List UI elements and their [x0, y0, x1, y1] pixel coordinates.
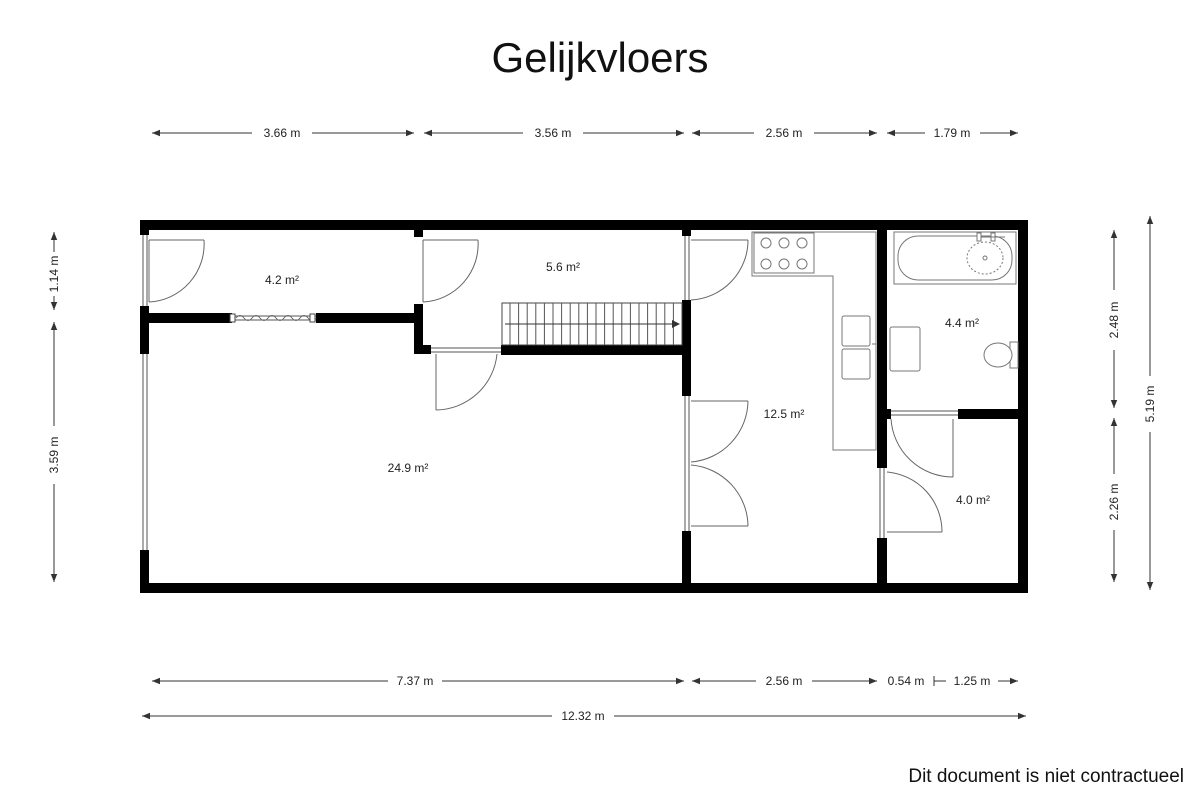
disclaimer-text: Dit document is niet contractueel [908, 766, 1184, 787]
kitchen-fixtures [751, 231, 877, 451]
area-living: 24.9 m² [388, 461, 429, 475]
left-dimensions: 1.14 m 3.59 m [47, 232, 61, 582]
dim-total-width: 12.32 m [561, 709, 604, 723]
plan-title: Gelijkvloers [491, 34, 709, 81]
area-kitchen: 12.5 m² [764, 407, 805, 421]
sliding-door [229, 313, 317, 323]
dim-bottom-3: 0.54 m [888, 674, 925, 688]
area-hall-left: 4.2 m² [265, 273, 299, 287]
top-dimensions: 3.66 m 3.56 m 2.56 m 1.79 m [152, 126, 1018, 140]
right-dimensions: 2.48 m 2.26 m 5.19 m [1107, 216, 1157, 590]
staircase [501, 302, 683, 346]
dim-left-2: 3.59 m [47, 437, 61, 474]
dim-top-1: 3.66 m [264, 126, 301, 140]
area-bathroom: 4.4 m² [945, 316, 979, 330]
dim-top-3: 2.56 m [766, 126, 803, 140]
dim-right-2: 2.26 m [1107, 484, 1121, 521]
dim-top-4: 1.79 m [934, 126, 971, 140]
room-areas: 4.2 m² 5.6 m² 24.9 m² 12.5 m² 4.4 m² 4.0… [265, 260, 990, 507]
walls [140, 220, 1028, 593]
bottom-dimensions: 7.37 m 2.56 m 0.54 m 1.25 m 12.32 m [142, 674, 1026, 723]
dim-top-2: 3.56 m [535, 126, 572, 140]
area-small-room: 4.0 m² [956, 493, 990, 507]
area-hall-middle: 5.6 m² [546, 260, 580, 274]
dim-left-1: 1.14 m [47, 256, 61, 293]
doors [148, 236, 958, 538]
bathroom-fixtures [889, 231, 1019, 372]
dim-total-height: 5.19 m [1143, 386, 1157, 423]
dim-bottom-2: 2.56 m [766, 674, 803, 688]
windows [142, 235, 148, 550]
dim-bottom-1: 7.37 m [397, 674, 434, 688]
dim-bottom-4: 1.25 m [954, 674, 991, 688]
dim-right-1: 2.48 m [1107, 302, 1121, 339]
